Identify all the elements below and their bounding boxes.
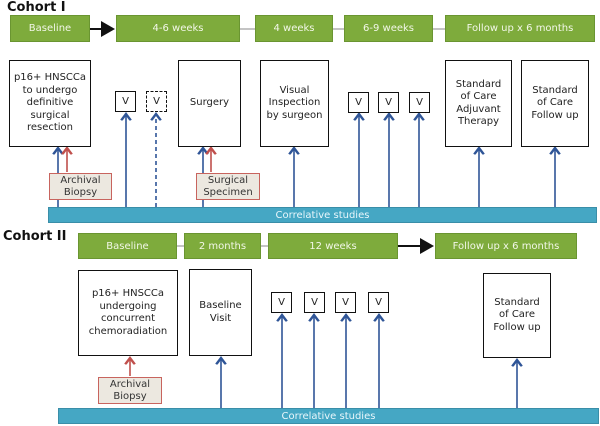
cohort1-visit-box: V xyxy=(348,92,369,113)
cohort2-phase-baseline: Baseline xyxy=(78,233,177,259)
cohort2-archival-biopsy: Archival Biopsy xyxy=(98,377,162,404)
cohort2-baseline-label: Baseline Visit xyxy=(199,300,242,324)
cohort1-adjuvant-box: Standard of Care Adjuvant Therapy xyxy=(445,60,512,147)
cohort2-phase-follow-up: Follow up x 6 months xyxy=(435,233,577,259)
cohort1-entry-box: p16+ HNSCCa to undergo definitive surgic… xyxy=(9,60,91,147)
cohort2-archival-label: Archival Biopsy xyxy=(109,378,151,402)
cohort1-inspection-label: Visual Inspection by surgeon xyxy=(266,84,323,121)
cohort1-archival-label: Archival Biopsy xyxy=(60,174,101,198)
cohort2-visit-box: V xyxy=(304,292,325,313)
cohort1-archival-biopsy: Archival Biopsy xyxy=(49,173,112,200)
cohort2-visit-box: V xyxy=(368,292,389,313)
cohort1-visit-box: V xyxy=(378,92,399,113)
cohort1-entry-label: p16+ HNSCCa to undergo definitive surgic… xyxy=(13,72,87,134)
cohort1-adjuvant-label: Standard of Care Adjuvant Therapy xyxy=(455,78,502,128)
cohort1-surgery-label: Surgery xyxy=(189,97,230,109)
cohort2-baseline-visit-box: Baseline Visit xyxy=(189,269,252,356)
cohort1-followup-label: Standard of Care Follow up xyxy=(531,84,579,121)
cohort1-phase-6-9-weeks: 6-9 weeks xyxy=(344,15,433,42)
cohort2-entry-box: p16+ HNSCCa undergoing concurrent chemor… xyxy=(78,270,178,356)
cohort2-phase-12-weeks: 12 weeks xyxy=(268,233,398,259)
cohort1-surgery-box: Surgery xyxy=(178,60,241,147)
cohort2-title: Cohort II xyxy=(3,229,67,244)
cohort2-entry-label: p16+ HNSCCa undergoing concurrent chemor… xyxy=(88,288,168,337)
cohort1-followup-box: Standard of Care Follow up xyxy=(521,60,589,147)
cohort1-visit-box: V xyxy=(409,92,430,113)
cohort1-inspection-box: Visual Inspection by surgeon xyxy=(260,60,329,147)
cohort2-correlative-studies-bar: Correlative studies xyxy=(58,408,599,424)
cohort1-phase-baseline: Baseline xyxy=(10,15,90,42)
cohort2-visit-box: V xyxy=(271,292,292,313)
cohort1-correlative-studies-bar: Correlative studies xyxy=(48,207,597,223)
cohort1-title: Cohort I xyxy=(7,0,66,15)
cohort2-visit-box: V xyxy=(335,292,356,313)
cohort1-phase-4-weeks: 4 weeks xyxy=(255,15,333,42)
cohort2-phase-2-months: 2 months xyxy=(184,233,261,259)
cohort2-followup-box: Standard of Care Follow up xyxy=(483,273,551,358)
cohort1-phase-4-6-weeks: 4-6 weeks xyxy=(116,15,240,42)
cohort1-phase-follow-up: Follow up x 6 months xyxy=(445,15,595,42)
cohort1-optional-visit-box: V xyxy=(146,91,167,112)
cohort1-visit-box: V xyxy=(115,91,136,112)
cohort1-specimen-label: Surgical Specimen xyxy=(203,174,253,198)
cohort1-surgical-specimen: Surgical Specimen xyxy=(196,173,260,200)
cohort2-followup-label: Standard of Care Follow up xyxy=(493,296,541,333)
